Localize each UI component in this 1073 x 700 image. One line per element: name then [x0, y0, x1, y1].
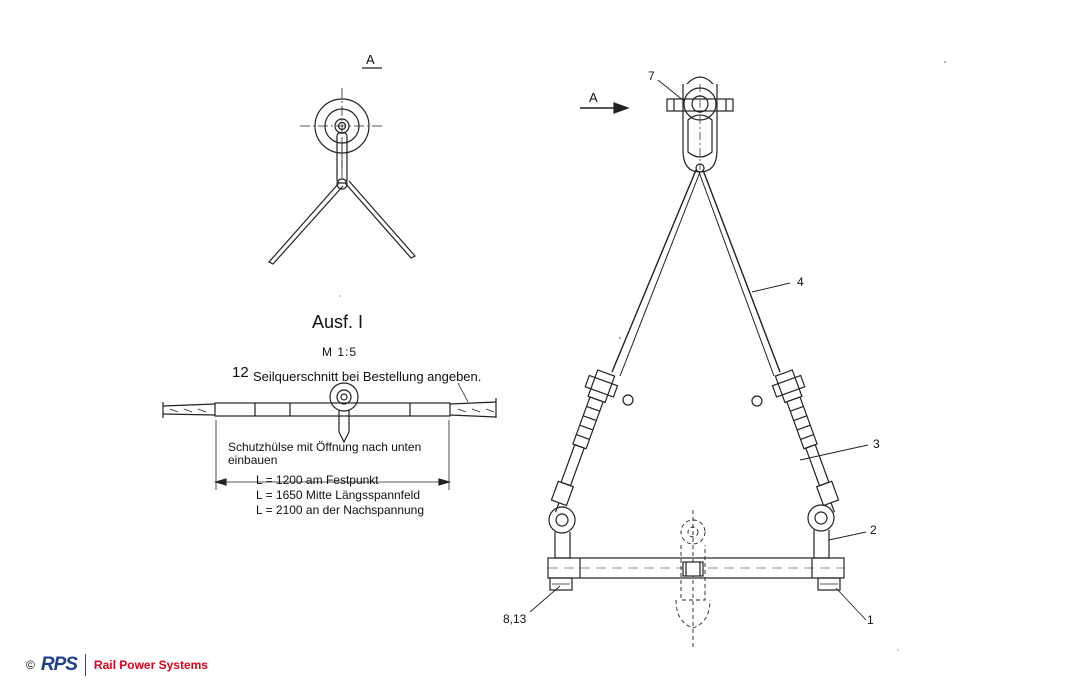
note-number: 12 — [232, 364, 249, 381]
detail-title: Ausf. I — [312, 312, 364, 332]
rps-logo: RPS — [40, 654, 78, 675]
part-label-3: 3 — [873, 437, 880, 451]
leader-lines — [529, 79, 869, 621]
scale-label: M 1:5 — [322, 345, 358, 359]
arrow-a-label: A — [589, 90, 598, 105]
length-line-2: L = 1650 Mitte Längsspannfeld — [256, 488, 421, 502]
part-label-2: 2 — [870, 523, 877, 537]
cable-sleeve-detail — [162, 382, 497, 490]
view-a-drawing — [268, 67, 416, 265]
part-label-1: 1 — [867, 613, 874, 627]
sleeve-note-line2: einbauen — [228, 453, 278, 467]
part-label-4: 4 — [797, 275, 804, 289]
copyright-symbol: © — [26, 658, 35, 672]
footer-separator — [84, 654, 86, 676]
part-label-7: 7 — [648, 69, 655, 83]
footer-branding: © RPS Rail Power Systems — [26, 652, 208, 678]
sleeve-note-line1: Schutzhülse mit Öffnung nach unten — [228, 440, 422, 454]
company-name: Rail Power Systems — [93, 658, 208, 672]
length-line-1: L = 1200 am Festpunkt — [256, 473, 379, 487]
main-assembly — [547, 76, 845, 650]
view-direction-arrow — [580, 102, 630, 114]
view-a-label: A — [366, 52, 375, 67]
length-line-3: L = 2100 an der Nachspannung — [256, 503, 425, 517]
note-text: Seilquerschnitt bei Bestellung angeben. — [253, 369, 482, 384]
part-label-8-13: 8,13 — [503, 612, 527, 626]
